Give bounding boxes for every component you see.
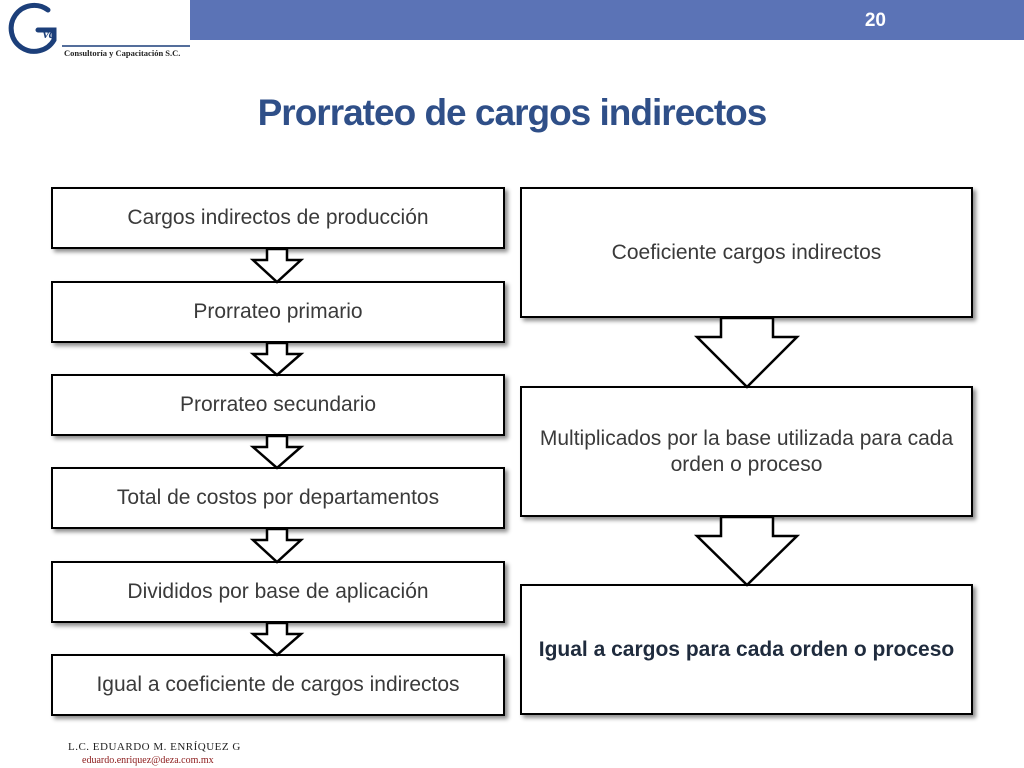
- left-box-5: Divididos por base de aplicación: [51, 561, 505, 623]
- right-arrow-2: [693, 515, 801, 587]
- slide-number: 20: [864, 10, 886, 31]
- header-bar: 20: [190, 0, 1024, 40]
- left-box-2-label: Prorrateo primario: [193, 300, 363, 324]
- right-box-1-label: Coeficiente cargos indirectos: [611, 240, 882, 264]
- left-arrow-3: [249, 434, 305, 470]
- footer-email: eduardo.enriquez@deza.com.mx: [82, 755, 214, 766]
- logo-letters: va: [43, 26, 56, 41]
- left-box-1: Cargos indirectos de producción: [51, 187, 505, 249]
- left-box-3: Prorrateo secundario: [51, 374, 505, 436]
- left-box-5-label: Divididos por base de aplicación: [127, 580, 429, 604]
- slide-title: Prorrateo de cargos indirectos: [257, 92, 768, 133]
- left-arrow-4: [249, 527, 305, 564]
- left-box-4: Total de costos por departamentos: [51, 467, 505, 529]
- footer-author: L.C. EDUARDO M. ENRÍQUEZ G: [68, 741, 241, 753]
- left-box-1-label: Cargos indirectos de producción: [127, 206, 429, 230]
- left-arrow-2: [249, 341, 305, 377]
- right-box-2: Multiplicados por la base utilizada para…: [520, 386, 973, 517]
- right-box-1: Coeficiente cargos indirectos: [520, 187, 973, 318]
- right-arrow-1: [693, 316, 801, 389]
- left-arrow-1: [249, 247, 305, 284]
- right-box-2-label: Multiplicados por la base utilizada para…: [539, 427, 954, 476]
- company-logo: va: [8, 2, 190, 54]
- left-box-2: Prorrateo primario: [51, 281, 505, 343]
- left-box-6: Igual a coeficiente de cargos indirectos: [51, 654, 505, 716]
- left-box-6-label: Igual a coeficiente de cargos indirectos: [96, 673, 460, 697]
- logo-caption: Consultoría y Capacitación S.C.: [64, 48, 181, 58]
- left-arrow-5: [249, 621, 305, 657]
- left-box-4-label: Total de costos por departamentos: [116, 486, 440, 510]
- right-box-3: Igual a cargos para cada orden o proceso: [520, 584, 973, 715]
- right-box-3-label: Igual a cargos para cada orden o proceso: [538, 637, 955, 661]
- left-box-3-label: Prorrateo secundario: [179, 393, 377, 417]
